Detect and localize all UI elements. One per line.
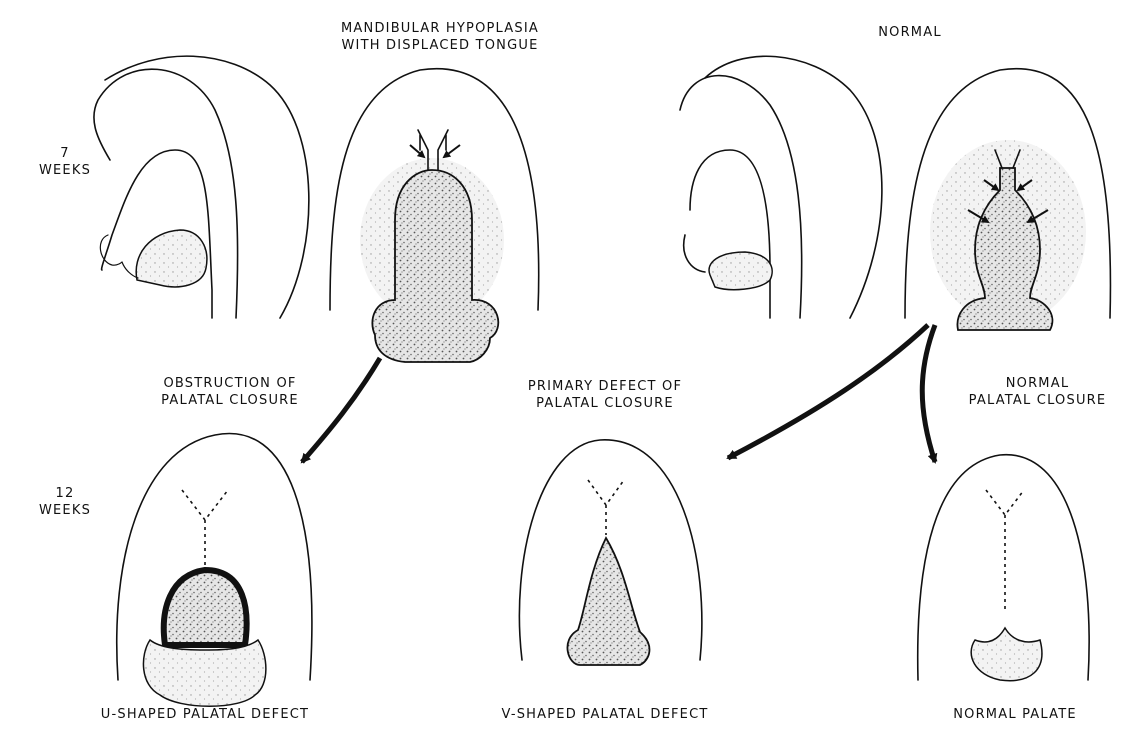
palate-v-shaped-12wk	[519, 440, 701, 665]
heading-left-line2: WITH DISPLACED TONGUE	[290, 37, 590, 54]
heading-mandibular-hypoplasia: MANDIBULAR HYPOPLASIA WITH DISPLACED TON…	[290, 20, 590, 54]
heading-left-line1: MANDIBULAR HYPOPLASIA	[290, 20, 590, 37]
label-normal-line1: NORMAL	[950, 375, 1125, 392]
caption-u-shaped: U-SHAPED PALATAL DEFECT	[55, 706, 355, 723]
palate-u-shaped-12wk	[117, 434, 312, 707]
label-primary-defect: PRIMARY DEFECT OF PALATAL CLOSURE	[500, 378, 710, 412]
arrow-obstruction	[302, 358, 380, 462]
caption-normal-text: NORMAL PALATE	[920, 706, 1110, 723]
caption-v-shaped: V-SHAPED PALATAL DEFECT	[455, 706, 755, 723]
label-primary-line2: PALATAL CLOSURE	[500, 395, 710, 412]
age-7-number: 7	[25, 145, 105, 162]
age-7-weeks: 7 WEEKS	[25, 145, 105, 179]
arrow-normal-closure	[922, 325, 935, 462]
palate-view-hypoplasia-7wk	[330, 69, 539, 362]
age-12-number: 12	[25, 485, 105, 502]
arrow-primary-defect	[728, 325, 928, 458]
age-12-weeks: 12 WEEKS	[25, 485, 105, 519]
label-obstruction-line1: OBSTRUCTION OF	[140, 375, 320, 392]
sagittal-hypoplasia-7wk	[94, 56, 309, 318]
caption-normal-palate: NORMAL PALATE	[920, 706, 1110, 723]
label-primary-line1: PRIMARY DEFECT OF	[500, 378, 710, 395]
sagittal-normal-7wk	[680, 56, 882, 318]
caption-v-shaped-text: V-SHAPED PALATAL DEFECT	[455, 706, 755, 723]
palate-view-normal-7wk	[905, 69, 1110, 330]
label-obstruction: OBSTRUCTION OF PALATAL CLOSURE	[140, 375, 320, 409]
caption-u-shaped-text: U-SHAPED PALATAL DEFECT	[55, 706, 355, 723]
label-obstruction-line2: PALATAL CLOSURE	[140, 392, 320, 409]
heading-normal: NORMAL	[835, 24, 985, 41]
age-7-unit: WEEKS	[25, 162, 105, 179]
label-normal-closure: NORMAL PALATAL CLOSURE	[950, 375, 1125, 409]
heading-right: NORMAL	[835, 24, 985, 41]
palate-normal-12wk	[918, 455, 1089, 681]
label-normal-line2: PALATAL CLOSURE	[950, 392, 1125, 409]
age-12-unit: WEEKS	[25, 502, 105, 519]
